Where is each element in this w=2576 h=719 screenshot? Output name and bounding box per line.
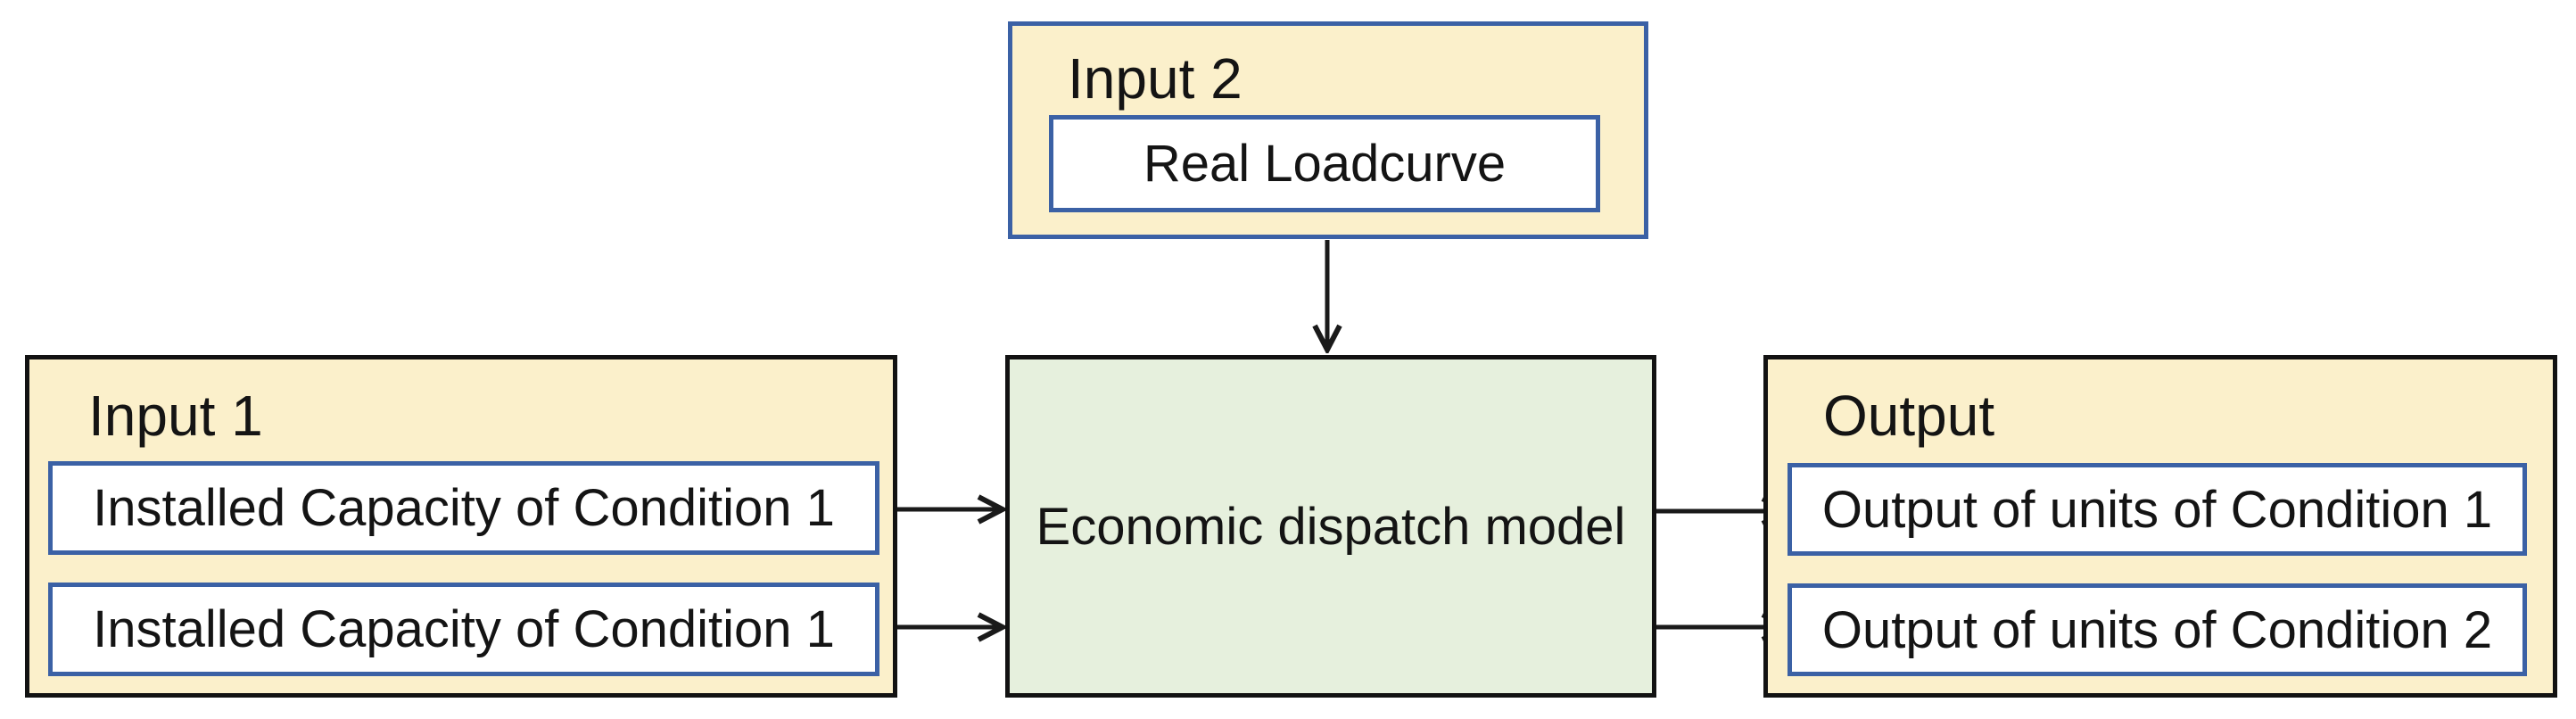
input1-item-1: Installed Capacity of Condition 1 [48,461,879,555]
panel-input1-title: Input 1 [88,384,263,448]
output-item-1: Output of units of Condition 1 [1788,463,2527,556]
panel-input1: Input 1 Installed Capacity of Condition … [25,355,897,698]
panel-output: Output Output of units of Condition 1 Ou… [1763,355,2557,698]
panel-output-title: Output [1823,384,1995,448]
input2-item-real-loadcurve: Real Loadcurve [1049,115,1600,212]
panel-input2-title: Input 2 [1068,46,1243,111]
output-item-2: Output of units of Condition 2 [1788,583,2527,676]
model-box: Economic dispatch model [1005,355,1656,698]
input1-item-2: Installed Capacity of Condition 1 [48,583,879,676]
panel-input2: Input 2 Real Loadcurve [1008,21,1648,239]
